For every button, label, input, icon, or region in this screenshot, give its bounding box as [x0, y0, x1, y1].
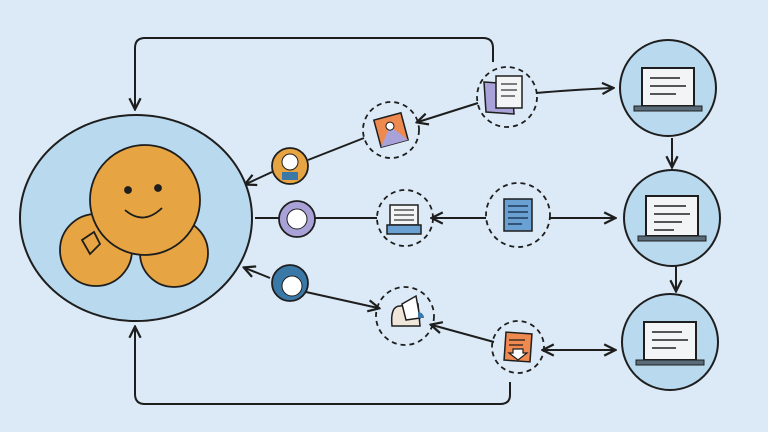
- row3-line: [245, 268, 271, 279]
- row2-tray-node[interactable]: [386, 204, 422, 235]
- printer-icon: [401, 294, 421, 321]
- laptop-nodes: [619, 39, 721, 391]
- row3-download-node[interactable]: [503, 331, 533, 363]
- row1-line: [418, 102, 479, 122]
- laptop-icon: [633, 67, 703, 112]
- laptop-node-1[interactable]: [619, 39, 717, 137]
- row1-line: [246, 171, 273, 184]
- bottom-loop-arrow: [135, 328, 511, 405]
- dashed-rings: [362, 66, 551, 374]
- row1-line: [307, 137, 365, 161]
- user-avatar-icon: [286, 208, 308, 230]
- laptop-node-2[interactable]: [623, 169, 721, 267]
- connections: [245, 88, 676, 350]
- user-avatar-icon: [281, 275, 303, 297]
- row3-line: [305, 291, 378, 308]
- document-icon: [503, 198, 533, 232]
- row3-line: [432, 325, 495, 343]
- coins-smiley-icon: [59, 144, 209, 288]
- inbox-tray-icon: [386, 224, 422, 235]
- document-icon: [495, 75, 523, 109]
- row1-image-node[interactable]: [372, 111, 410, 149]
- row3-printer-node[interactable]: [390, 294, 424, 327]
- row2-document-node[interactable]: [503, 198, 533, 232]
- row1-document-node[interactable]: [483, 75, 523, 115]
- row3-avatar-node[interactable]: [271, 264, 309, 302]
- laptop-icon: [637, 195, 707, 242]
- row2-avatar-node[interactable]: [278, 200, 316, 238]
- user-avatar-icon: [281, 153, 299, 171]
- row1-avatar-node[interactable]: [271, 147, 309, 185]
- laptop-node-3[interactable]: [621, 293, 719, 391]
- top-loop-arrow: [135, 37, 494, 108]
- laptop-icon: [635, 321, 705, 366]
- row1-line: [535, 88, 612, 93]
- hub-coins[interactable]: [19, 114, 253, 322]
